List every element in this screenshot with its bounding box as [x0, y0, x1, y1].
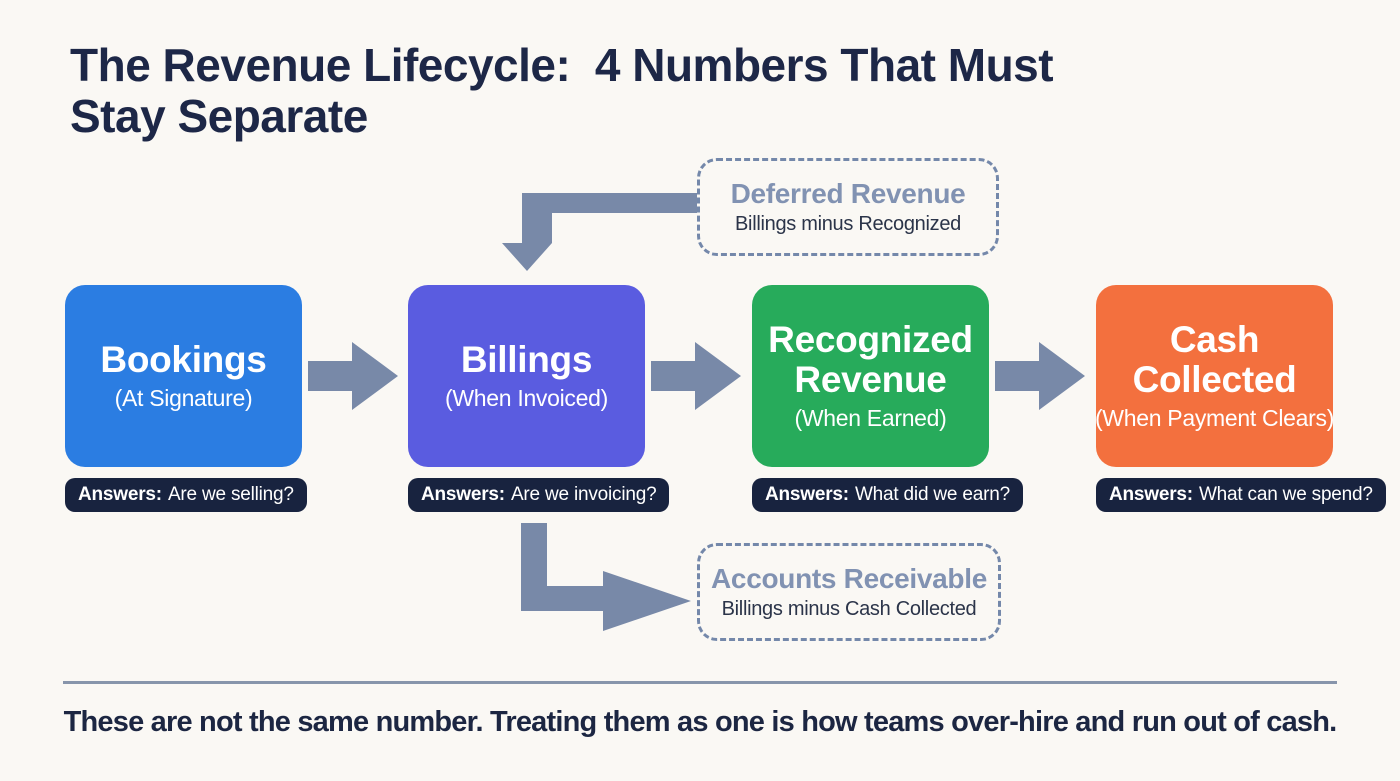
answer-label: Answers:	[1109, 484, 1193, 505]
footer-statement: These are not the same number. Treating …	[63, 706, 1338, 738]
callout-formula: Billings minus Recognized	[735, 213, 961, 235]
answer-text: Are we selling?	[167, 484, 294, 505]
page-title-line-2: Stay Separate	[70, 89, 368, 142]
answer-text: What did we earn?	[854, 484, 1010, 505]
stage-box-billings: Billings (When Invoiced)	[408, 285, 645, 467]
callout-deferred-revenue: Deferred Revenue Billings minus Recogniz…	[697, 158, 999, 256]
stage-subtitle: (When Invoiced)	[445, 385, 608, 412]
stage-name: Cash Collected	[1132, 319, 1297, 400]
stage-box-cash-collected: Cash Collected (When Payment Clears)	[1094, 285, 1335, 467]
callout-accounts-receivable: Accounts Receivable Billings minus Cash …	[697, 543, 1001, 641]
elbow-arrow-icon-deferred-to-billings	[502, 193, 697, 271]
page-title: The Revenue Lifecycle: 4 Numbers That Mu…	[70, 40, 1250, 141]
right-arrow-icon-billings-to-recognized	[651, 342, 741, 410]
answer-label: Answers:	[765, 484, 849, 505]
right-arrow-icon-bookings-to-billings	[308, 342, 398, 410]
divider	[63, 681, 1337, 684]
callout-formula: Billings minus Cash Collected	[721, 598, 977, 620]
answer-label: Answers:	[421, 484, 505, 505]
stage-name: Bookings	[100, 338, 267, 380]
answer-chip-row: Answers:Are we selling?	[65, 478, 307, 512]
stage-subtitle: (When Payment Clears)	[1094, 404, 1335, 431]
stage-subtitle: (When Earned)	[794, 404, 947, 431]
answer-chip-recognized: Answers:What did we earn?	[752, 478, 1023, 512]
answer-chip-row: Answers:Are we invoicing?	[408, 478, 670, 512]
answer-chip-row: Answers:What did we earn?	[752, 478, 1023, 512]
answer-text: What can we spend?	[1198, 484, 1373, 505]
answer-label: Answers:	[78, 484, 162, 505]
callout-title: Deferred Revenue	[730, 178, 966, 209]
answer-chip-billings: Answers:Are we invoicing?	[408, 478, 670, 512]
right-arrow-icon-recognized-to-cash	[995, 342, 1085, 410]
stage-subtitle: (At Signature)	[114, 385, 253, 412]
page-title-line-1: The Revenue Lifecycle: 4 Numbers That Mu…	[70, 39, 1054, 91]
stage-box-bookings: Bookings (At Signature)	[65, 285, 302, 467]
callout-title: Accounts Receivable	[711, 563, 987, 594]
answer-chip-bookings: Answers:Are we selling?	[65, 478, 307, 512]
answer-chip-cash: Answers:What can we spend?	[1096, 478, 1386, 512]
stage-box-recognized-revenue: Recognized Revenue (When Earned)	[752, 285, 989, 467]
elbow-arrow-icon-billings-to-receivable	[521, 523, 691, 631]
stage-name: Recognized Revenue	[768, 319, 973, 400]
answer-text: Are we invoicing?	[510, 484, 657, 505]
stage-name: Billings	[460, 338, 593, 380]
answer-chip-row: Answers:What can we spend?	[1096, 478, 1386, 512]
